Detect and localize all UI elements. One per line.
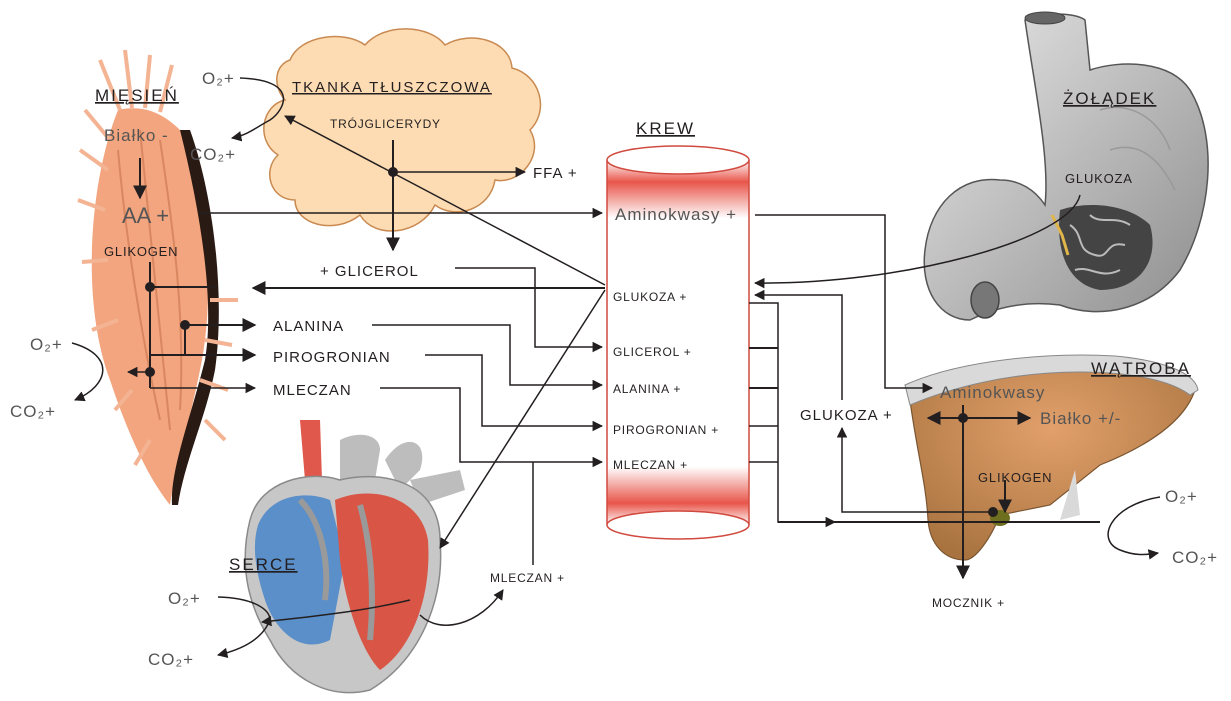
muscle-glikogen-label: GLIKOGEN (104, 244, 178, 259)
muscle-co2-label: CO₂+ (190, 145, 236, 164)
heart-mleczan-label: MLECZAN + (490, 571, 565, 585)
muscle-lower-co2-label: CO₂+ (10, 402, 56, 421)
liver-glikogen-label: GLIKOGEN (978, 470, 1052, 485)
liver-o2-label: O₂+ (1165, 487, 1198, 506)
stomach-glukoza-label: GLUKOZA (1065, 171, 1133, 186)
heart-title: SERCE (229, 555, 298, 574)
adipose-glicerol-label: + GLICEROL (320, 263, 419, 280)
muscle-illustration (78, 50, 238, 505)
stomach-title: ŻOŁĄDEK (1063, 89, 1156, 108)
trojglicerydy-label: TRÓJGLICERYDY (330, 116, 441, 131)
liver-glycogen-node (988, 507, 998, 517)
blood-mleczan-label: MLECZAN + (613, 458, 688, 472)
liver-bialko-label: Białko +/- (1040, 409, 1121, 428)
muscle-glycogen-node (145, 282, 155, 292)
liver-title: WĄTROBA (1091, 359, 1191, 378)
muscle-mleczan-label: MLECZAN (273, 382, 352, 399)
muscle-pirogronian-label: PIROGRONIAN (273, 349, 391, 366)
liver-aa-node (958, 413, 968, 423)
blood-glukoza-label: GLUKOZA + (613, 290, 687, 304)
muscle-o2-label: O₂+ (202, 69, 235, 88)
ffa-label: FFA + (533, 165, 578, 182)
liver-gas-curve (1108, 497, 1160, 555)
muscle-alanina-label: ALANINA (273, 318, 344, 335)
pirogronian-to-blood-arrow (425, 355, 602, 426)
liver-aminokwasy-label: Aminokwasy (940, 383, 1045, 402)
stomach-illustration (924, 12, 1208, 320)
muscle-bialko-label: Białko - (104, 126, 169, 145)
blood-pirogronian-label: PIROGRONIAN + (613, 423, 719, 437)
blood-aminokwasy-label: Aminokwasy + (615, 205, 737, 224)
muscle-lower-o2-label: O₂+ (30, 335, 63, 354)
blood-alanina-label: ALANINA + (613, 382, 681, 396)
muscle-title: MIĘSIEŃ (95, 86, 179, 105)
liver-co2-label: CO₂+ (1172, 548, 1218, 567)
glicerol-to-blood-arrow (455, 268, 602, 347)
blood-glicerol-label: GLICEROL + (613, 345, 692, 359)
blood-to-heart-arrow (440, 290, 605, 548)
aminokwasy-to-liver-arrow (755, 215, 932, 388)
blood-title: KREW (636, 119, 695, 138)
heart-co2-label: CO₂+ (148, 650, 194, 669)
muscle-pyruvate-node (145, 367, 155, 377)
alanina-to-blood-arrow (372, 325, 602, 385)
liver-mocznik-label: MOCZNIK + (932, 596, 1005, 610)
adipose-title: TKANKA TŁUSZCZOWA (292, 79, 492, 96)
muscle-lower-gas-curve (72, 343, 103, 400)
liver-glukoza-label: GLUKOZA + (800, 407, 893, 424)
muscle-alanine-node (180, 320, 190, 330)
muscle-aa-label: AA + (122, 203, 169, 228)
heart-o2-label: O₂+ (168, 589, 201, 608)
